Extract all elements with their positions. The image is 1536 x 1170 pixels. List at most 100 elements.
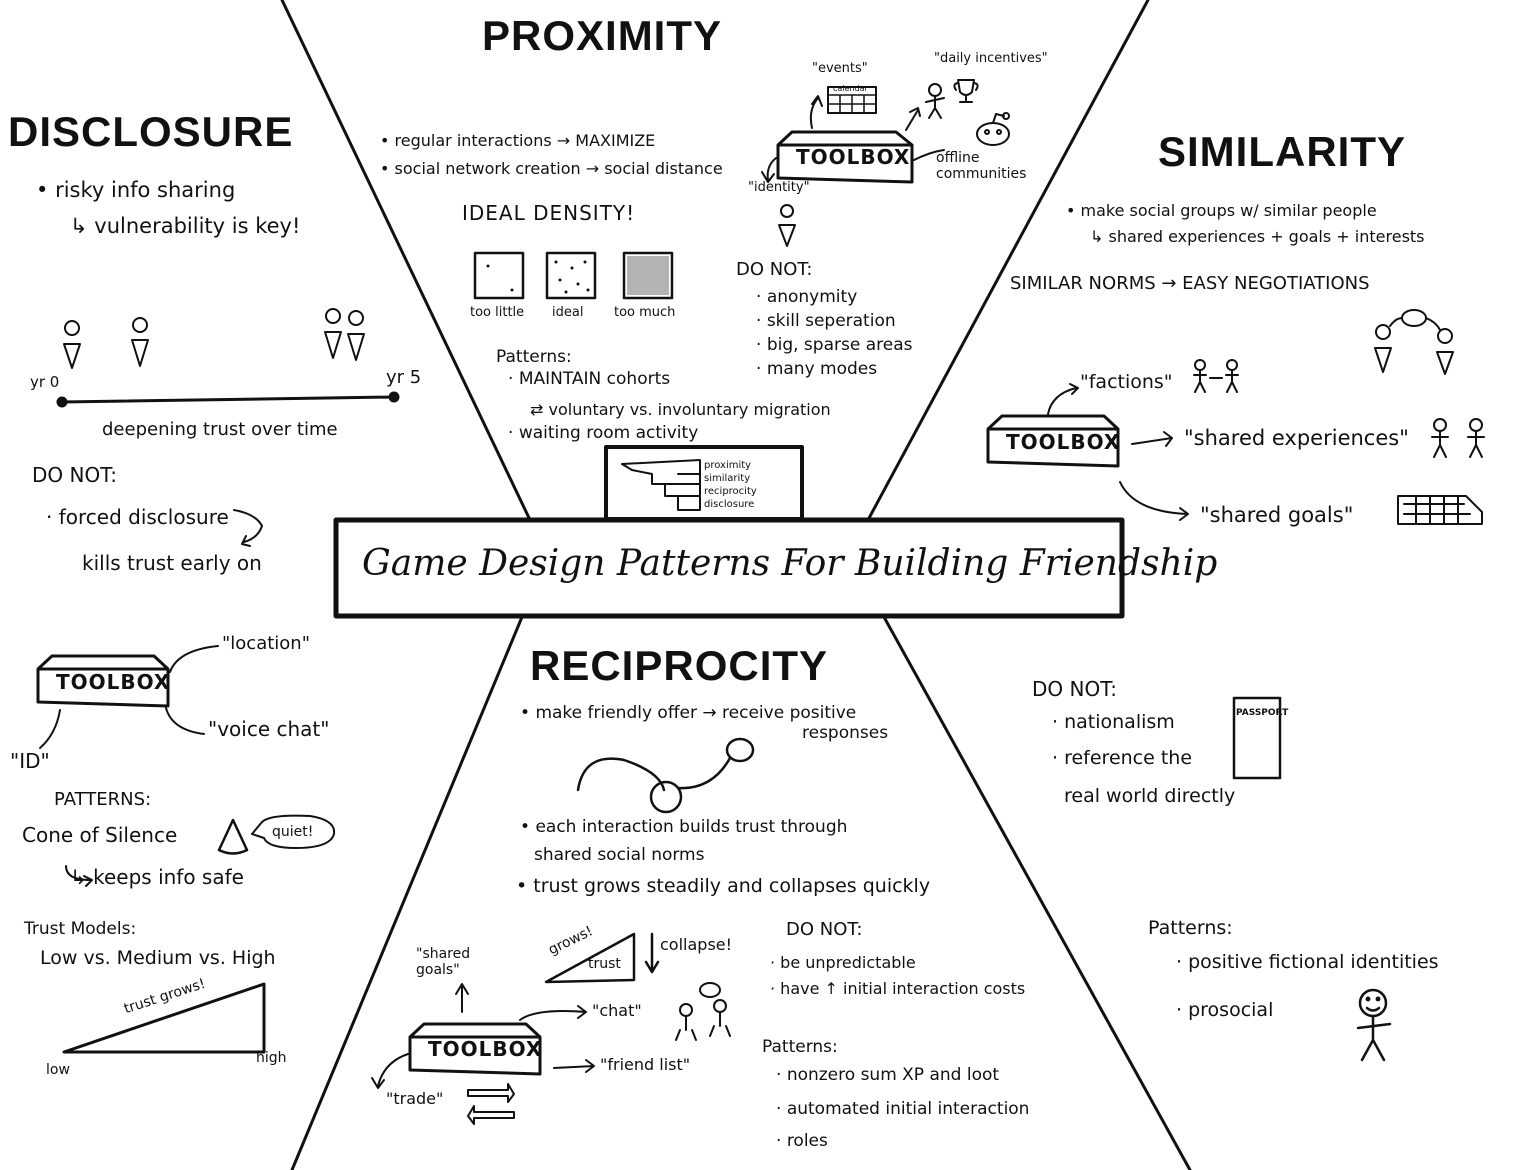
quiet-bubble	[251, 814, 336, 849]
disclosure-toolbox-label: TOOLBOX	[56, 670, 171, 694]
proximity-bullet: • social network creation → social dista…	[380, 159, 723, 178]
density-label: too little	[470, 305, 525, 320]
arrow-to-offline	[913, 149, 945, 161]
reciprocity-bullet-text: trust grows steadily and collapses quick…	[533, 875, 931, 897]
line-to-location	[169, 645, 219, 673]
density-box-too-much	[622, 251, 674, 300]
arrow-to-shared-goals	[455, 983, 469, 1013]
toolbox-item-voice-chat: "voice chat"	[208, 717, 330, 741]
reciprocity-donot-item: · be unpredictable	[770, 953, 916, 972]
collapse-arrow	[644, 932, 660, 974]
similarity-bullet-text: make social groups w/ similar people	[1080, 201, 1377, 220]
stack-funnel	[621, 459, 701, 511]
similarity-donot-cont: real world directly	[1064, 785, 1236, 807]
similarity-donot-text: reference the	[1064, 747, 1193, 769]
stack-label-similarity: similarity	[704, 473, 751, 484]
similarity-pattern: · positive fictional identities	[1176, 951, 1439, 973]
passport-label: PASSPORT	[1236, 708, 1289, 718]
keeps-info-safe: ↳ keeps info safe	[70, 865, 244, 889]
reciprocity-donot-text: have ↑ initial interaction costs	[780, 979, 1026, 998]
arrow-to-trade	[371, 1053, 409, 1089]
toolbox-item-identity: "identity"	[748, 180, 810, 195]
density-label: too much	[614, 305, 676, 320]
reddit-icon	[976, 112, 1010, 146]
proximity-donot-text: anonymity	[766, 287, 858, 307]
proximity-pattern-text: waiting room activity	[518, 423, 699, 443]
disclosure-donot-item: · forced disclosure	[46, 505, 229, 529]
density-box-too-little	[473, 251, 525, 300]
reciprocity-bullet: • each interaction builds trust through	[520, 817, 848, 837]
density-dots	[486, 260, 590, 294]
arrow-to-events	[809, 95, 823, 129]
proximity-toolbox-shape	[776, 130, 914, 184]
similarity-patterns-label: Patterns:	[1148, 917, 1233, 939]
reciprocity-pattern-text: nonzero sum XP and loot	[786, 1065, 1000, 1085]
stack-box	[604, 445, 804, 521]
question-circle	[649, 780, 683, 814]
disclosure-bullet: • risky info sharing	[36, 178, 236, 202]
reciprocity-pattern: · automated initial interaction	[776, 1099, 1030, 1119]
density-label: ideal	[552, 305, 584, 320]
proximity-heading: PROXIMITY	[482, 12, 723, 59]
reciprocity-donot-text: be unpredictable	[780, 953, 916, 972]
reciprocity-bullet-cont: shared social norms	[534, 845, 705, 865]
proximity-donot-item: · many modes	[756, 359, 878, 379]
similarity-toolbox-shape	[986, 414, 1120, 468]
main-title: Game Design Patterns For Building Friend…	[362, 543, 1218, 584]
proximity-donot-item: · skill seperation	[756, 311, 896, 331]
ideal-density-title: IDEAL DENSITY!	[462, 201, 636, 225]
negotiation-figures	[1374, 309, 1454, 375]
reciprocity-trust-graph	[544, 932, 636, 984]
similarity-pattern-text: positive fictional identities	[1188, 951, 1439, 973]
graph-trust-label: trust	[588, 956, 621, 972]
proximity-donot-item: · anonymity	[756, 287, 858, 307]
similarity-donot-item: · nationalism	[1052, 711, 1175, 733]
reciprocity-bullet: • trust grows steadily and collapses qui…	[516, 875, 931, 897]
toolbox-item-chat: "chat"	[592, 1001, 642, 1020]
proximity-donot-item: · big, sparse areas	[756, 335, 913, 355]
keyboard-icon	[1397, 495, 1483, 525]
trade-arrows-icon	[467, 1083, 515, 1125]
stack-label-proximity: proximity	[704, 460, 752, 471]
disclosure-donot-cont: kills trust early on	[82, 551, 262, 575]
proximity-bullet-text: social network creation → social distanc…	[394, 159, 723, 178]
reciprocity-bullet: • make friendly offer → receive positive	[520, 703, 857, 723]
cone-of-silence: Cone of Silence	[22, 823, 178, 847]
calendar-grid	[827, 94, 877, 114]
toolbox-item-shared-experiences: "shared experiences"	[1184, 426, 1409, 450]
proximity-pattern: · MAINTAIN cohorts	[508, 369, 671, 389]
similarity-pattern: · prosocial	[1176, 999, 1274, 1021]
arrow-to-chat	[519, 1005, 587, 1021]
arrow-to-incentives	[905, 107, 921, 131]
similarity-donot-label: DO NOT:	[1032, 677, 1117, 701]
proximity-pattern-text: voluntary vs. involuntary migration	[548, 400, 831, 419]
timeline-caption: deepening trust over time	[102, 419, 338, 440]
similarity-heading: SIMILARITY	[1158, 128, 1406, 175]
reciprocity-pattern-text: automated initial interaction	[786, 1099, 1030, 1119]
similarity-donot-text: nationalism	[1064, 711, 1175, 733]
proximity-patterns-label: Patterns:	[496, 347, 572, 367]
graph-collapse-label: collapse!	[660, 935, 733, 954]
reciprocity-donot-item: · have ↑ initial interaction costs	[770, 979, 1026, 998]
toolbox-item-trade: "trade"	[386, 1089, 444, 1108]
trust-models-label: Trust Models:	[24, 919, 137, 939]
similarity-bullet: • make social groups w/ similar people	[1066, 201, 1377, 220]
disclosure-heading: DISCLOSURE	[8, 108, 294, 155]
density-box-ideal	[545, 251, 597, 300]
toolbox-item-friend-list: "friend list"	[600, 1055, 691, 1074]
proximity-donot-text: many modes	[766, 359, 878, 379]
offer-path	[576, 756, 732, 792]
reciprocity-donot-label: DO NOT:	[786, 919, 863, 940]
proximity-donot-text: skill seperation	[766, 311, 896, 331]
proximity-bullet-text: regular interactions → MAXIMIZE	[394, 131, 656, 150]
toolbox-item-daily-incentives: "daily incentives"	[934, 51, 1048, 66]
reciprocity-pattern-text: roles	[786, 1131, 828, 1151]
identity-figure-icon	[778, 204, 796, 247]
arrow-to-goals	[1119, 481, 1189, 521]
similarity-pattern-text: prosocial	[1188, 999, 1274, 1021]
reciprocity-patterns-label: Patterns:	[762, 1037, 838, 1057]
similarity-sub: ↳ shared experiences + goals + interests	[1090, 227, 1425, 246]
timeline-start-dot	[56, 396, 68, 408]
timeline-end: yr 5	[386, 367, 422, 388]
